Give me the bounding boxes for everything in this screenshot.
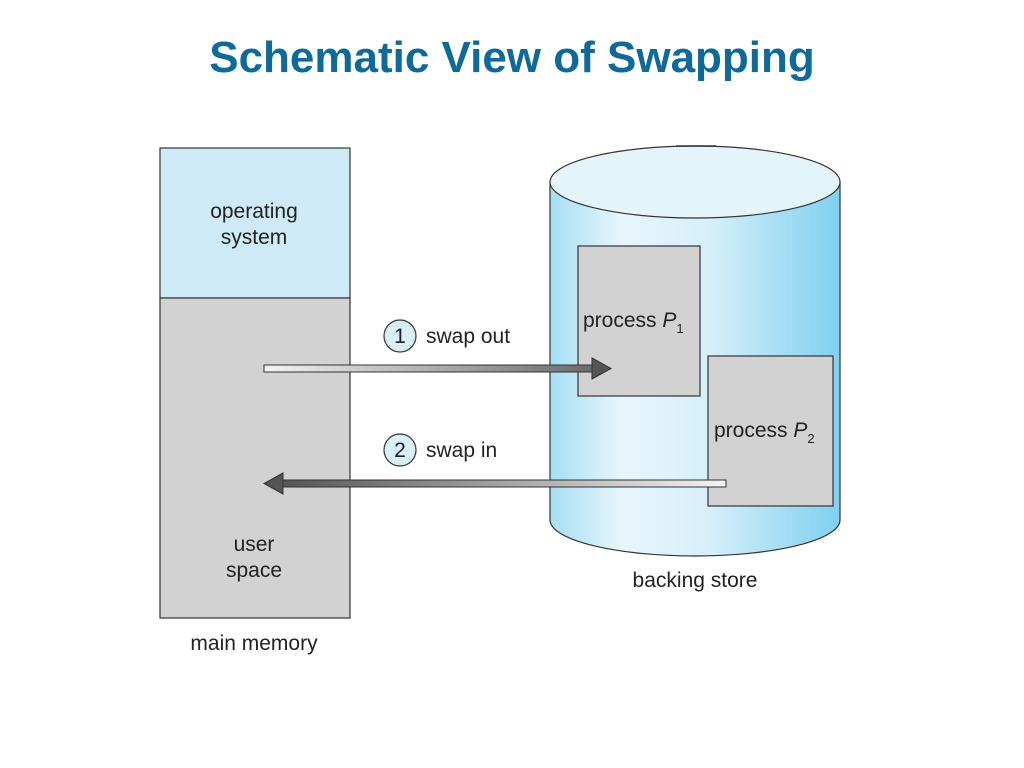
backing-store-caption: backing store <box>633 569 758 592</box>
main-memory-caption: main memory <box>190 632 318 655</box>
operating-system-region <box>159 147 351 299</box>
process-p2-label: process P2 <box>714 419 815 446</box>
cylinder-top <box>549 145 841 219</box>
swap-out-arrow <box>263 357 613 380</box>
user-space-label-line2: space <box>226 559 282 582</box>
swap-in-arrow <box>262 472 727 495</box>
step-1-label: swap out <box>426 325 510 348</box>
os-label-line1: operating <box>210 200 298 223</box>
step-2-circle <box>383 433 417 467</box>
step-2-number: 2 <box>394 439 406 462</box>
step-2-swap-in: 2 swap in <box>383 433 497 467</box>
step-2-label: swap in <box>426 439 497 462</box>
user-space-label-line1: user <box>234 533 275 556</box>
step-1-swap-out: 1 swap out <box>383 319 510 353</box>
page-title: Schematic View of Swapping <box>209 33 815 82</box>
user-space-region <box>159 297 351 619</box>
main-memory: operating system user space main memory <box>159 147 351 655</box>
backing-store: process P1 process P2 backing store <box>549 145 841 592</box>
process-p1-label: process P1 <box>583 309 684 336</box>
step-1-number: 1 <box>394 325 406 348</box>
step-1-circle <box>383 319 417 353</box>
os-label-line2: system <box>221 226 288 249</box>
process-p2-box <box>707 355 834 507</box>
